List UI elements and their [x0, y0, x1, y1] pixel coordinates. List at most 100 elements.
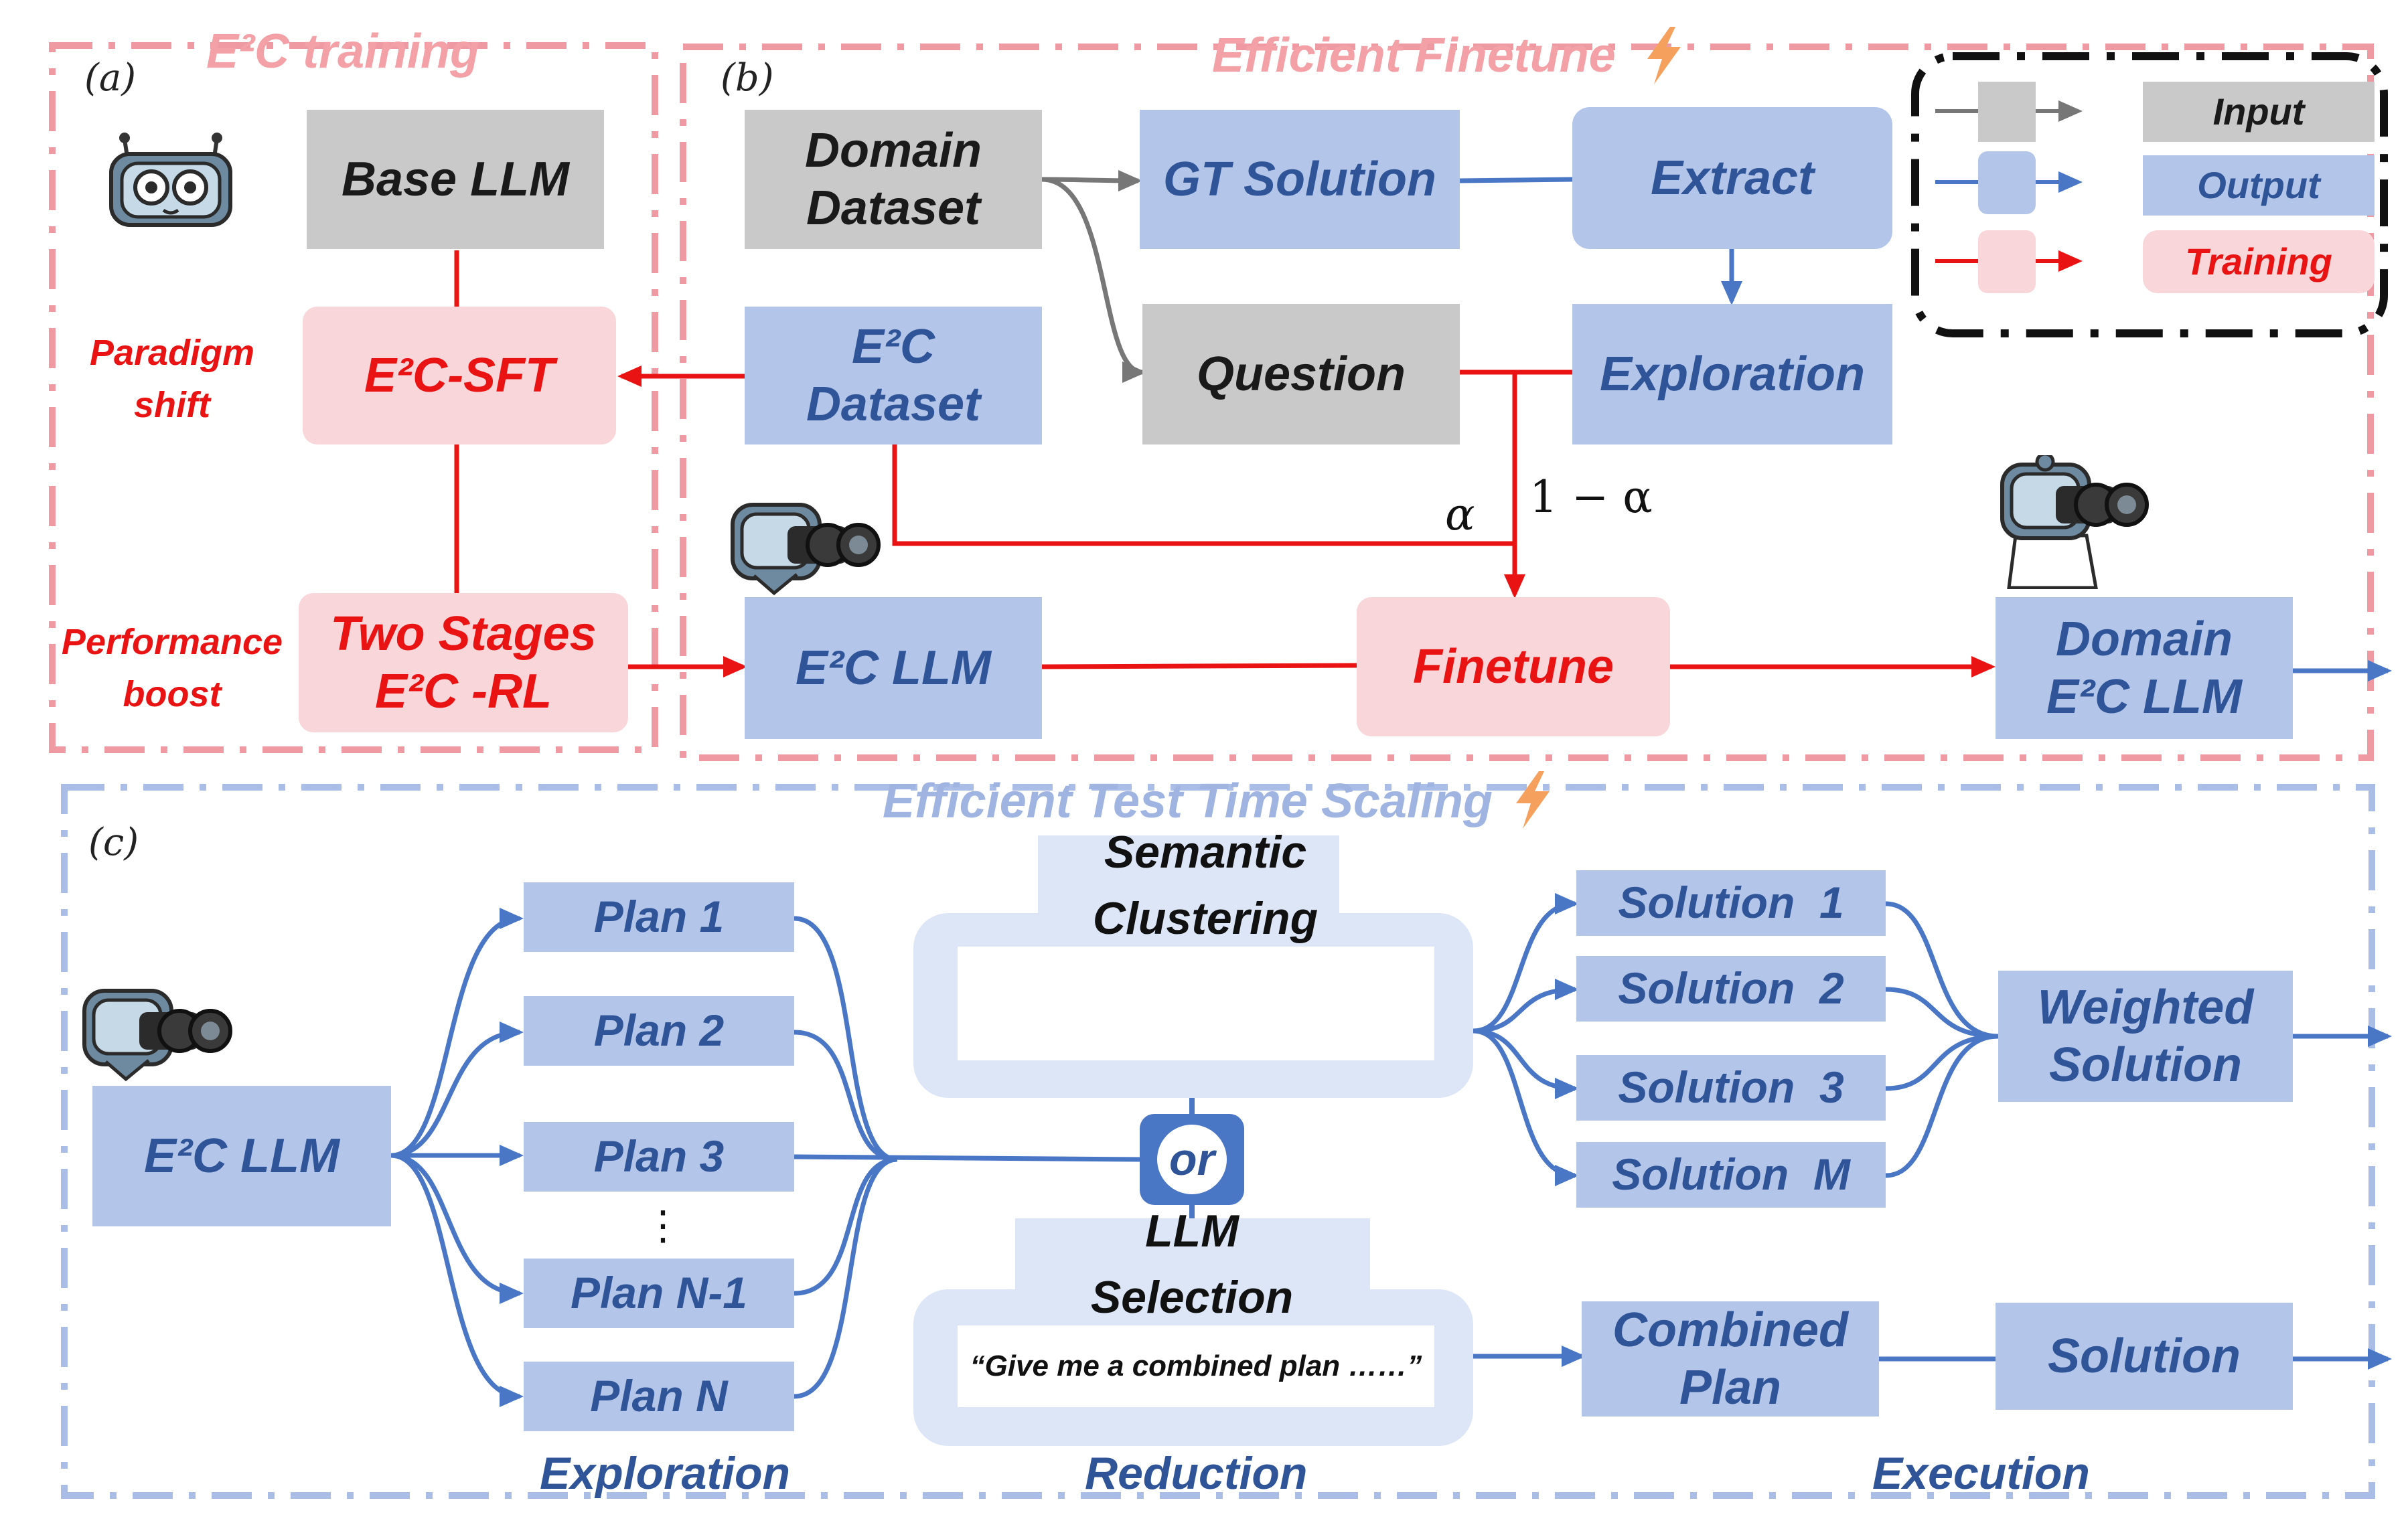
domain-dataset-box: Domain Dataset [745, 110, 1042, 249]
wire-cluster-to-sol2 [1473, 979, 1579, 1034]
llm-selection-title: LLM Selection [1090, 1206, 1294, 1323]
wire-e2cllm-to-finetune [1041, 663, 1357, 669]
question-box: Question [1142, 304, 1460, 444]
plan-3-box: Plan 3 [524, 1122, 794, 1192]
camera-robot-icon [731, 503, 881, 596]
combined-plan-box: Combined Plan [1582, 1301, 1879, 1417]
plan-2-box: Plan 2 [524, 996, 794, 1066]
wire-cluster-to-sol1 [1473, 893, 1579, 1034]
or-label: or [1157, 1125, 1227, 1194]
wire-plann1-merge [794, 1157, 898, 1296]
wire-e2cdataset-alpha [892, 444, 1515, 546]
semantic-clustering-tab [1038, 835, 1339, 922]
solution-2-box: Solution 2 [1576, 956, 1886, 1022]
camera-robot-icon-c [82, 989, 232, 1082]
question-label: Question [1196, 347, 1406, 401]
panel-a-title: E²C training [206, 25, 479, 78]
legend-input: Input [2143, 82, 2375, 142]
solution-3-box: Solution 3 [1576, 1055, 1886, 1121]
domain-e2c-llm-box: Domain E²C LLM [1996, 597, 2293, 739]
e2c-dataset-line1: E²C [852, 319, 935, 374]
wire-gt-to-extract [1459, 177, 1573, 183]
plan-1-box: Plan 1 [524, 882, 794, 952]
gt-solution-box: GT Solution [1140, 110, 1460, 249]
panel-b-border [680, 44, 2374, 761]
exploration-label: Exploration [1599, 347, 1866, 401]
stage-execution-label: Execution [1872, 1448, 2090, 1499]
finetune-label: Finetune [1413, 639, 1614, 694]
panel-b-title: Efficient Finetune [1212, 29, 1616, 82]
llm-selection-tab [1015, 1218, 1370, 1303]
wire-sol3-to-weighted [1885, 1034, 1999, 1091]
rl-label-line2: E²C -RL [375, 665, 552, 718]
c-e2c-llm-box: E²C LLM [92, 1086, 391, 1226]
rl-box: Two Stages E²C -RL [299, 593, 628, 732]
or-connector: or [1140, 1114, 1244, 1205]
wire-cluster-to-solm [1473, 1028, 1579, 1186]
wire-plan3-merge [794, 1154, 1140, 1162]
plans-ellipsis: ⋮ [643, 1202, 683, 1249]
panel-c-title: Efficient Test Time Scaling [883, 775, 1493, 828]
solution-m-box: Solution M [1576, 1142, 1886, 1208]
c-e2c-llm-label: E²C LLM [144, 1129, 340, 1183]
panel-a-border [49, 42, 658, 753]
wire-domain-to-question [1041, 177, 1146, 383]
wire-cluster-to-sol3 [1473, 1028, 1579, 1099]
wire-llm-to-plan2 [390, 1022, 524, 1158]
lightning-icon-tts [1516, 771, 1550, 829]
wire-plann-merge [794, 1157, 898, 1399]
alpha-label: α [1445, 489, 1475, 540]
e2c-dataset-line2: Dataset [806, 378, 981, 431]
final-solution-box: Solution [1996, 1303, 2293, 1410]
scientist-robot-icon [2000, 455, 2149, 589]
plan-n-box: Plan N [524, 1362, 794, 1431]
e2c-dataset-box: E²C Dataset [745, 307, 1042, 444]
wire-sol1-to-weighted [1885, 901, 1999, 1039]
legend-training: Training [2143, 230, 2375, 293]
extract-box: Extract [1572, 107, 1892, 249]
base-llm-label: Base LLM [341, 152, 570, 206]
plan-n-1-box: Plan N-1 [524, 1259, 794, 1328]
solution-1-box: Solution 1 [1576, 870, 1886, 936]
wire-sol2-to-weighted [1885, 987, 1999, 1039]
wire-llm-to-plann [390, 1153, 524, 1407]
lightning-icon-finetune [1647, 27, 1681, 84]
legend-pink-swatch [1978, 230, 2036, 293]
domain-dataset-line1: Domain [804, 123, 982, 177]
domain-dataset-line2: Dataset [806, 181, 981, 235]
finetune-box: Finetune [1357, 597, 1670, 736]
paradigm-shift-label: Paradigm shift [89, 333, 255, 426]
domain-e2c-llm-line2: E²C LLM [2046, 670, 2242, 724]
weighted-solution-box: Weighted Solution [1998, 971, 2293, 1102]
combined-plan-quote: “Give me a combined plan ……” [970, 1350, 1422, 1382]
panel-c-border [61, 784, 2375, 1499]
e2c-llm-label: E²C LLM [796, 641, 991, 695]
stage-exploration-label: Exploration [540, 1448, 791, 1499]
legend-output: Output [2143, 155, 2375, 216]
exploration-box: Exploration [1572, 304, 1892, 444]
gt-solution-label: GT Solution [1163, 152, 1436, 206]
quote-card [958, 1325, 1434, 1407]
rl-label-line1: Two Stages [330, 606, 597, 661]
wire-solm-to-weighted [1885, 1034, 1999, 1178]
extract-label: Extract [1650, 151, 1815, 205]
wire-llm-to-plann1 [390, 1153, 524, 1304]
sft-box: E²C-SFT [303, 307, 616, 444]
one-minus-alpha-label: 1 − α [1529, 471, 1653, 523]
panel-a-id: (a) [84, 56, 137, 100]
wire-plan1-merge [794, 916, 898, 1162]
panel-b-id: (b) [721, 56, 774, 100]
panel-c-id: (c) [88, 821, 139, 864]
robot-icon [109, 133, 232, 227]
legend-border [1911, 52, 2388, 337]
wire-llm-to-plan1 [390, 908, 524, 1158]
legend-blue-swatch [1978, 151, 2036, 214]
stage-reduction-label: Reduction [1085, 1448, 1308, 1499]
scatter-card [958, 947, 1434, 1060]
base-llm-box: Base LLM [307, 110, 604, 249]
performance-boost-label: Performance boost [61, 622, 283, 715]
domain-e2c-llm-line1: Domain [2055, 612, 2233, 666]
wire-plan2-merge [794, 1030, 898, 1162]
semantic-clustering-title: Semantic Clustering [1092, 827, 1319, 944]
